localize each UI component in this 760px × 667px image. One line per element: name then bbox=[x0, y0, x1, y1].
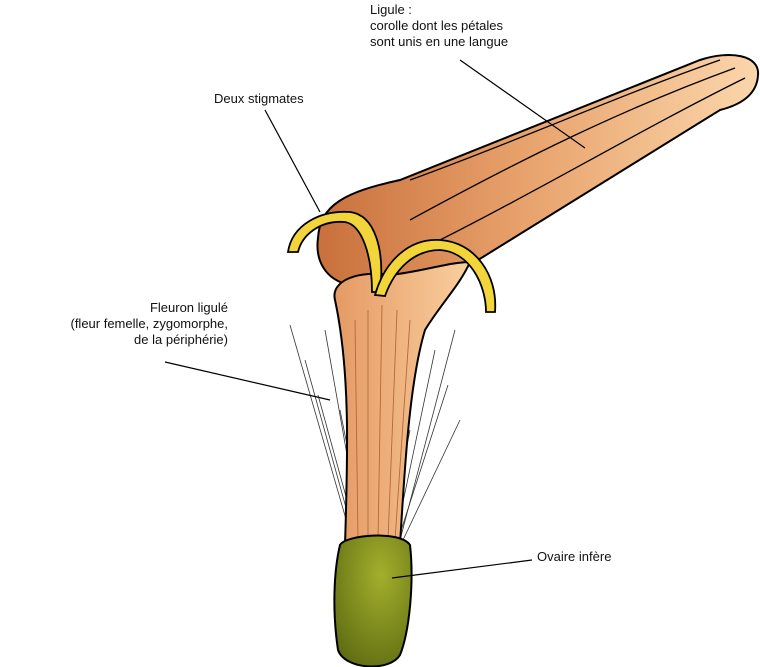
label-fleuron-line1: (fleur femelle, zygomorphe, bbox=[70, 316, 228, 331]
label-ligule: Ligule : corolle dont les pétales sont u… bbox=[370, 2, 508, 50]
label-ovaire: Ovaire infère bbox=[537, 549, 612, 564]
stigma-right bbox=[373, 239, 497, 313]
label-fleuron-title: Fleuron ligulé bbox=[149, 300, 228, 315]
label-fleuron: Fleuron ligulé (fleur femelle, zygomorph… bbox=[0, 300, 228, 348]
label-ligule-line2: sont unis en une langue bbox=[370, 34, 509, 49]
label-stigmates: Deux stigmates bbox=[214, 91, 304, 106]
label-fleuron-line2: de la périphérie) bbox=[134, 332, 228, 347]
ligule-petal bbox=[316, 54, 760, 288]
tube-veins bbox=[354, 304, 411, 541]
label-ligule-title: Ligule : bbox=[370, 2, 412, 17]
inferior-ovary bbox=[333, 534, 413, 667]
corolla-tube bbox=[333, 260, 472, 546]
label-ligule-line1: corolle dont les pétales bbox=[370, 18, 503, 33]
leader-lines bbox=[164, 59, 586, 579]
